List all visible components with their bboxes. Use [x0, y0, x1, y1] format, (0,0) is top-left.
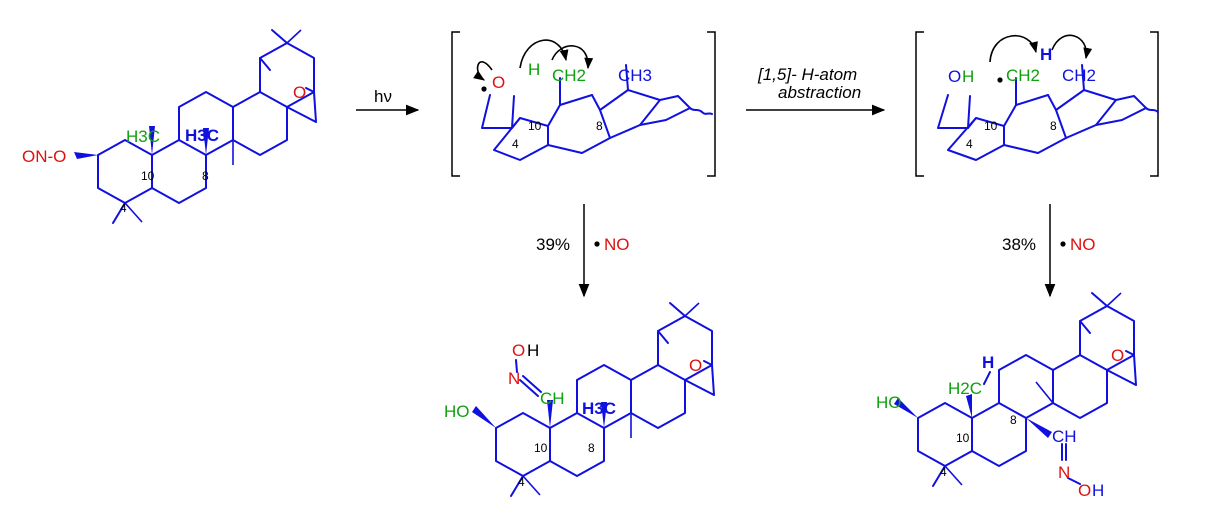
no-label-right: NO	[1070, 235, 1096, 254]
pos8-label-cradical: 8	[1050, 119, 1057, 133]
hv-label: hν	[374, 87, 392, 106]
ether-o-product2: O	[1111, 346, 1124, 365]
oh-label-h: H	[962, 67, 974, 86]
h3c-c8-label: H3C	[185, 126, 219, 145]
product2-ch-label: CH	[1052, 427, 1077, 446]
product-c8-oxime	[894, 292, 1137, 487]
carbon-radical-dot	[997, 77, 1003, 83]
product2-oh-o: O	[1078, 481, 1091, 500]
radical-dot	[481, 86, 487, 92]
pos10-label-radical: 10	[528, 119, 542, 133]
pos10-product2: 10	[956, 431, 970, 445]
pos4-product2: 4	[940, 465, 947, 479]
hat-label-line2: abstraction	[778, 83, 861, 102]
pos8-product2: 8	[1010, 413, 1017, 427]
oxime-o-label: O	[512, 341, 525, 360]
ether-o-label: O	[293, 83, 306, 102]
oxime-ch-label: CH	[540, 389, 565, 408]
oh-label-o: O	[948, 67, 961, 86]
alkoxy-radical	[481, 64, 713, 161]
starting-nitrite	[74, 29, 317, 224]
oxime-n-label: N	[508, 369, 520, 388]
pos10-label: 10	[141, 169, 155, 183]
yield-left: 39%	[536, 235, 570, 254]
ho-label-2: HO	[876, 393, 902, 412]
ch2-methyl-label: CH2	[1062, 66, 1096, 85]
pos8-label: 8	[202, 169, 209, 183]
hat-label-line1: [1,5]- H-atom	[757, 65, 857, 84]
product2-n-label: N	[1058, 463, 1070, 482]
h-product2-label: H	[982, 353, 994, 372]
electron-push-arrows-2	[989, 34, 1093, 63]
ch2-label: CH2	[552, 66, 586, 85]
ho-label-1: HO	[444, 402, 470, 421]
h3c-c10-label: H3C	[126, 127, 160, 146]
pos4-label: 4	[120, 201, 127, 215]
product-c10-oxime	[472, 302, 715, 497]
no-radical-dot-right	[1060, 241, 1066, 247]
no-label-left: NO	[604, 235, 630, 254]
yield-right: 38%	[1002, 235, 1036, 254]
no-radical-dot-left	[594, 241, 600, 247]
h3c-product1-label: H3C	[582, 399, 616, 418]
ch2-radical-label: CH2	[1006, 66, 1040, 85]
product2-oh-h: H	[1092, 481, 1104, 500]
pos8-product1: 8	[588, 441, 595, 455]
ch3-label: CH3	[618, 66, 652, 85]
pos10-product1: 10	[534, 441, 548, 455]
alkoxy-o-label: O	[492, 73, 505, 92]
pos10-label-cradical: 10	[984, 119, 998, 133]
h-migrating-label: H	[528, 60, 540, 79]
h2c-label: H2C	[948, 379, 982, 398]
pos4-label-cradical: 4	[966, 137, 973, 151]
nitrite-label: ON-O	[22, 147, 66, 166]
pos4-product1: 4	[518, 475, 525, 489]
ether-o-product1: O	[689, 356, 702, 375]
electron-push-arrows-1	[473, 39, 594, 81]
pos8-label-radical: 8	[596, 119, 603, 133]
alkoxy-radical-bracket	[451, 31, 716, 177]
carbon-radical-bracket	[915, 31, 1159, 177]
h-abstracting-label: H	[1040, 45, 1052, 64]
carbon-radical	[937, 64, 1159, 161]
pos4-label-radical: 4	[512, 137, 519, 151]
oxime-h-label: H	[527, 341, 539, 360]
